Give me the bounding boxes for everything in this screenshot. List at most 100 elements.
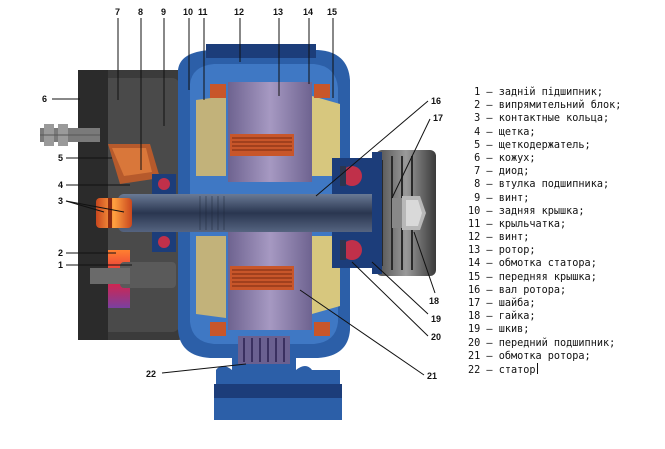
legend-number: 22: [468, 364, 481, 376]
legend-dash: –: [480, 337, 499, 349]
legend-text: задній підшипник;: [498, 87, 603, 98]
legend-text: статор: [498, 364, 536, 376]
callout-16: 16: [431, 96, 441, 106]
legend-text: контактные кольца;: [498, 113, 610, 125]
mounting-foot: [214, 366, 342, 420]
legend-dash: –: [480, 100, 499, 112]
legend-text: крыльчатка;: [498, 218, 567, 230]
callout-11: 11: [198, 7, 208, 17]
legend-item: 15 – передняя крышка;: [468, 271, 663, 284]
brush-holder: [108, 144, 160, 184]
legend-dash: –: [480, 364, 499, 376]
legend-dash: –: [480, 311, 499, 323]
legend-item: 5 – щеткодержатель;: [468, 139, 663, 152]
legend-item: 14 – обмотка статора;: [468, 257, 663, 270]
callout-3: 3: [58, 196, 63, 206]
legend-number: 16: [468, 284, 481, 296]
legend-number: 21: [468, 350, 481, 362]
callout-10: 10: [183, 7, 193, 17]
callout-21: 21: [427, 371, 437, 381]
legend-number: 17: [468, 298, 481, 309]
legend-number: 1: [468, 87, 481, 98]
legend-text: вал ротора;: [498, 284, 567, 296]
callout-12: 12: [234, 7, 244, 17]
callout-8: 8: [138, 7, 143, 17]
callout-19: 19: [431, 314, 441, 324]
legend-text: щетка;: [498, 126, 536, 138]
legend-dash: –: [480, 126, 499, 138]
alternator-cutaway-diagram: 1 2 3 4 5 6 7 8 9 10 11 12 13 14 15 16 1…: [40, 7, 443, 420]
legend-item: 12 – винт;: [468, 231, 663, 244]
legend-item: 11 – крыльчатка;: [468, 218, 663, 231]
callout-13: 13: [273, 7, 283, 17]
legend-dash: –: [480, 166, 499, 178]
legend-dash: –: [480, 245, 499, 257]
legend-number: 8: [468, 179, 481, 191]
legend-item: 19 – шкив;: [468, 323, 663, 336]
legend-item: 1 – задній підшипник;: [468, 86, 663, 99]
legend-number: 11: [468, 218, 481, 230]
legend-item: 10 – задняя крышка;: [468, 205, 663, 218]
callout-labels: 1 2 3 4 5 6 7 8 9 10 11 12 13 14 15 16 1…: [42, 7, 443, 381]
legend-dash: –: [480, 271, 499, 283]
legend-text: шкив;: [498, 324, 530, 336]
legend-dash: –: [480, 284, 499, 296]
legend-item: 17 – шайба;: [468, 297, 663, 310]
legend-dash: –: [480, 258, 499, 270]
legend-number: 20: [468, 337, 481, 349]
legend-item: 8 – втулка подшипника;: [468, 178, 663, 191]
legend-dash: –: [480, 298, 499, 309]
legend-text: обмотка статора;: [498, 258, 597, 270]
legend-number: 13: [468, 245, 481, 257]
legend-dash: –: [480, 87, 499, 98]
legend-item: 21 – обмотка ротора;: [468, 350, 663, 363]
text-cursor: [536, 362, 538, 374]
callout-14: 14: [303, 7, 313, 17]
callout-6: 6: [42, 94, 47, 104]
callout-15: 15: [327, 7, 337, 17]
leader-lines: [52, 18, 436, 376]
legend-text: диод;: [498, 166, 530, 178]
legend-text: випрямительний блок;: [498, 100, 622, 112]
callout-4: 4: [58, 180, 63, 190]
legend-number: 7: [468, 166, 481, 178]
legend-dash: –: [480, 179, 499, 191]
callout-22: 22: [146, 369, 156, 379]
callout-1: 1: [58, 260, 63, 270]
legend-number: 4: [468, 126, 481, 138]
legend-text: втулка подшипника;: [498, 179, 610, 191]
callout-2: 2: [58, 248, 63, 258]
callout-5: 5: [58, 153, 63, 163]
legend-number: 19: [468, 324, 481, 336]
legend-item: 2 – випрямительний блок;: [468, 99, 663, 112]
nut-and-washer: [392, 196, 426, 230]
legend-dash: –: [480, 192, 499, 204]
legend-dash: –: [480, 139, 499, 151]
legend-number: 9: [468, 192, 481, 204]
callout-17: 17: [433, 113, 443, 123]
rotor: [210, 82, 330, 336]
legend-item: 3 – контактные кольца;: [468, 112, 663, 125]
legend-text: ротор;: [498, 245, 536, 257]
legend-item: 7 – диод;: [468, 165, 663, 178]
parts-legend: 1 – задній підшипник; 2 – випрямительний…: [468, 86, 663, 376]
legend-number: 2: [468, 100, 481, 112]
legend-number: 3: [468, 113, 481, 125]
callout-20: 20: [431, 332, 441, 342]
legend-text: винт;: [498, 192, 530, 204]
terminal-bolt: [40, 124, 100, 146]
legend-item: 22 – статор: [468, 362, 663, 376]
rotor-shaft: [118, 194, 418, 232]
legend-item: 13 – ротор;: [468, 244, 663, 257]
legend-number: 15: [468, 271, 481, 283]
legend-text: шайба;: [498, 298, 536, 309]
legend-item: 4 – щетка;: [468, 126, 663, 139]
legend-text: задняя крышка;: [498, 205, 585, 217]
legend-text: передняя крышка;: [498, 271, 597, 283]
legend-dash: –: [480, 232, 499, 244]
legend-dash: –: [480, 205, 499, 217]
legend-number: 14: [468, 258, 481, 270]
legend-item: 9 – винт;: [468, 192, 663, 205]
legend-number: 6: [468, 152, 481, 164]
